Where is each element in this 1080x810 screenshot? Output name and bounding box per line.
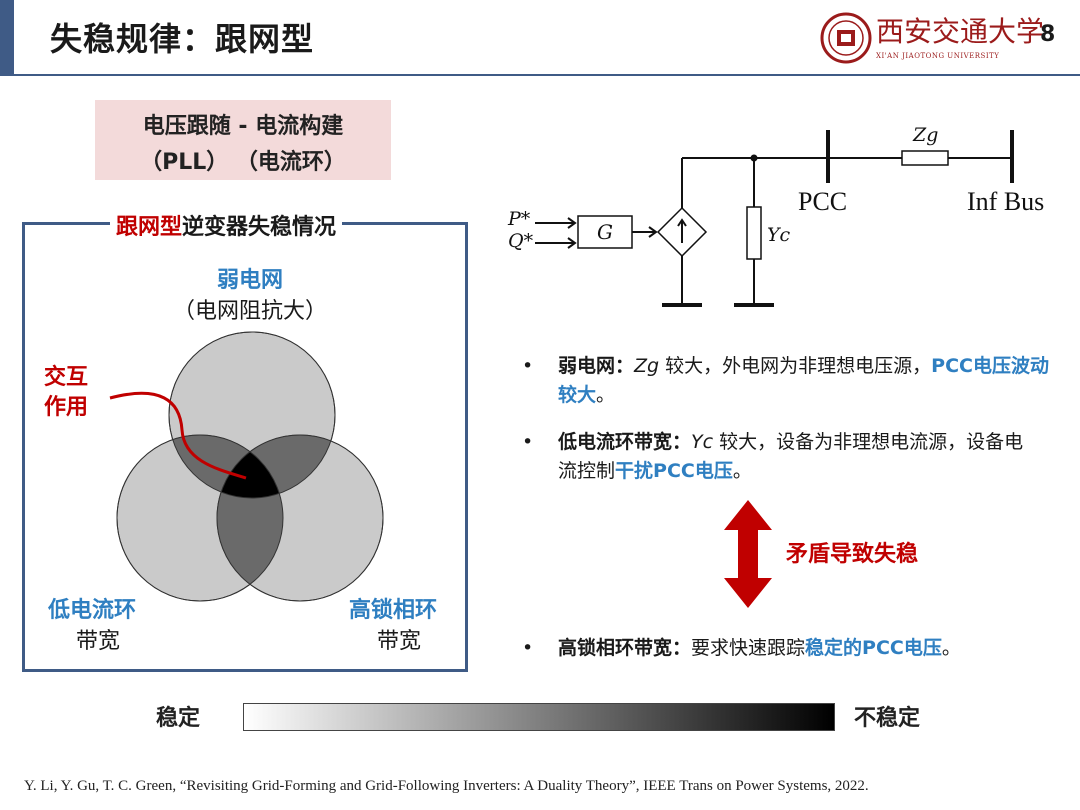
bullet-1-text: 较大，外电网为非理想电压源， [659, 355, 932, 377]
bullet-2-head: 低电流环带宽： [558, 431, 692, 453]
conflict-label: 矛盾导致失稳 [786, 542, 919, 567]
controller-label: G [597, 220, 613, 244]
bullet-2-emph: 干扰PCC电压 [615, 460, 733, 482]
header-accent-bar [0, 0, 14, 74]
interaction-pointer [109, 391, 247, 480]
bullet-1-head: 弱电网： [558, 355, 635, 377]
bullet-2-text: 较大，设备为非理想电流源，设备电流控制 [558, 431, 1024, 482]
reference-citation: Y. Li, Y. Gu, T. C. Green, “Revisiting G… [24, 778, 869, 794]
bullet-dot: • [522, 637, 534, 659]
bullet-high-pll-bw: • 高锁相环带宽：要求快速跟踪稳定的PCC电压。 [522, 634, 1067, 663]
bullet-dot: • [522, 431, 534, 453]
bullet-1-var: Zg [634, 355, 660, 377]
venn-frame-title: 跟网型逆变器失稳情况 [110, 209, 343, 241]
university-name-english: XI'AN JIAOTONG UNIVERSITY [876, 52, 1000, 60]
bullet-dot: • [522, 355, 534, 377]
yc-label: Yc [767, 224, 791, 246]
bullet-2-var: Yc [691, 431, 714, 453]
frame-title-highlight: 跟网型 [116, 215, 183, 240]
venn-right-label: 高锁相环 [349, 598, 438, 623]
venn-top-sublabel: （电网阻抗大） [172, 299, 327, 324]
frame-title-rest: 逆变器失稳情况 [182, 215, 337, 240]
scale-right-label: 不稳定 [854, 706, 921, 731]
venn-top-label: 弱电网 [216, 268, 283, 293]
slide-title: 失稳规律：跟网型 [50, 20, 315, 58]
bullet-3-text: 要求快速跟踪 [691, 637, 806, 659]
bullet-3-emph: 稳定的PCC电压 [805, 637, 942, 659]
stability-gradient-bar [243, 703, 835, 731]
venn-left-label: 低电流环 [48, 598, 137, 623]
circuit-diagram: P* Q* G Yc Zg PCC Inf Bus [507, 124, 1044, 307]
mode-box [95, 100, 391, 180]
venn-interaction-label: 交互作用 [44, 365, 89, 420]
zg-label: Zg [912, 124, 938, 146]
venn-diagram [109, 331, 384, 602]
mode-line-2: （PLL） （电流环） [140, 150, 346, 175]
venn-left-sublabel: 带宽 [76, 629, 121, 654]
venn-right-sublabel: 带宽 [377, 629, 422, 654]
pcc-label: PCC [798, 187, 847, 216]
bullet-weak-grid: • 弱电网：Zg 较大，外电网为非理想电压源，PCC电压波动较大。 [522, 352, 1062, 410]
scale-left-label: 稳定 [156, 706, 201, 731]
p-ref-label: P* [507, 208, 531, 230]
bullet-low-current-bw: • 低电流环带宽：Yc 较大，设备为非理想电流源，设备电流控制干扰PCC电压。 [522, 428, 1042, 486]
bullet-3-head: 高锁相环带宽： [558, 637, 692, 659]
university-seal-icon [820, 12, 872, 64]
inf-bus-label: Inf Bus [967, 187, 1044, 216]
header-divider [0, 74, 1080, 76]
bullet-1-emph: PCC电压波动较大 [558, 355, 1049, 406]
university-name: 西安交通大学 [876, 15, 1045, 48]
conflict-arrow-icon [724, 500, 772, 608]
q-ref-label: Q* [508, 230, 534, 252]
page-number: 8 [1040, 22, 1056, 47]
mode-line-1: 电压跟随 - 电流构建 [142, 114, 344, 139]
